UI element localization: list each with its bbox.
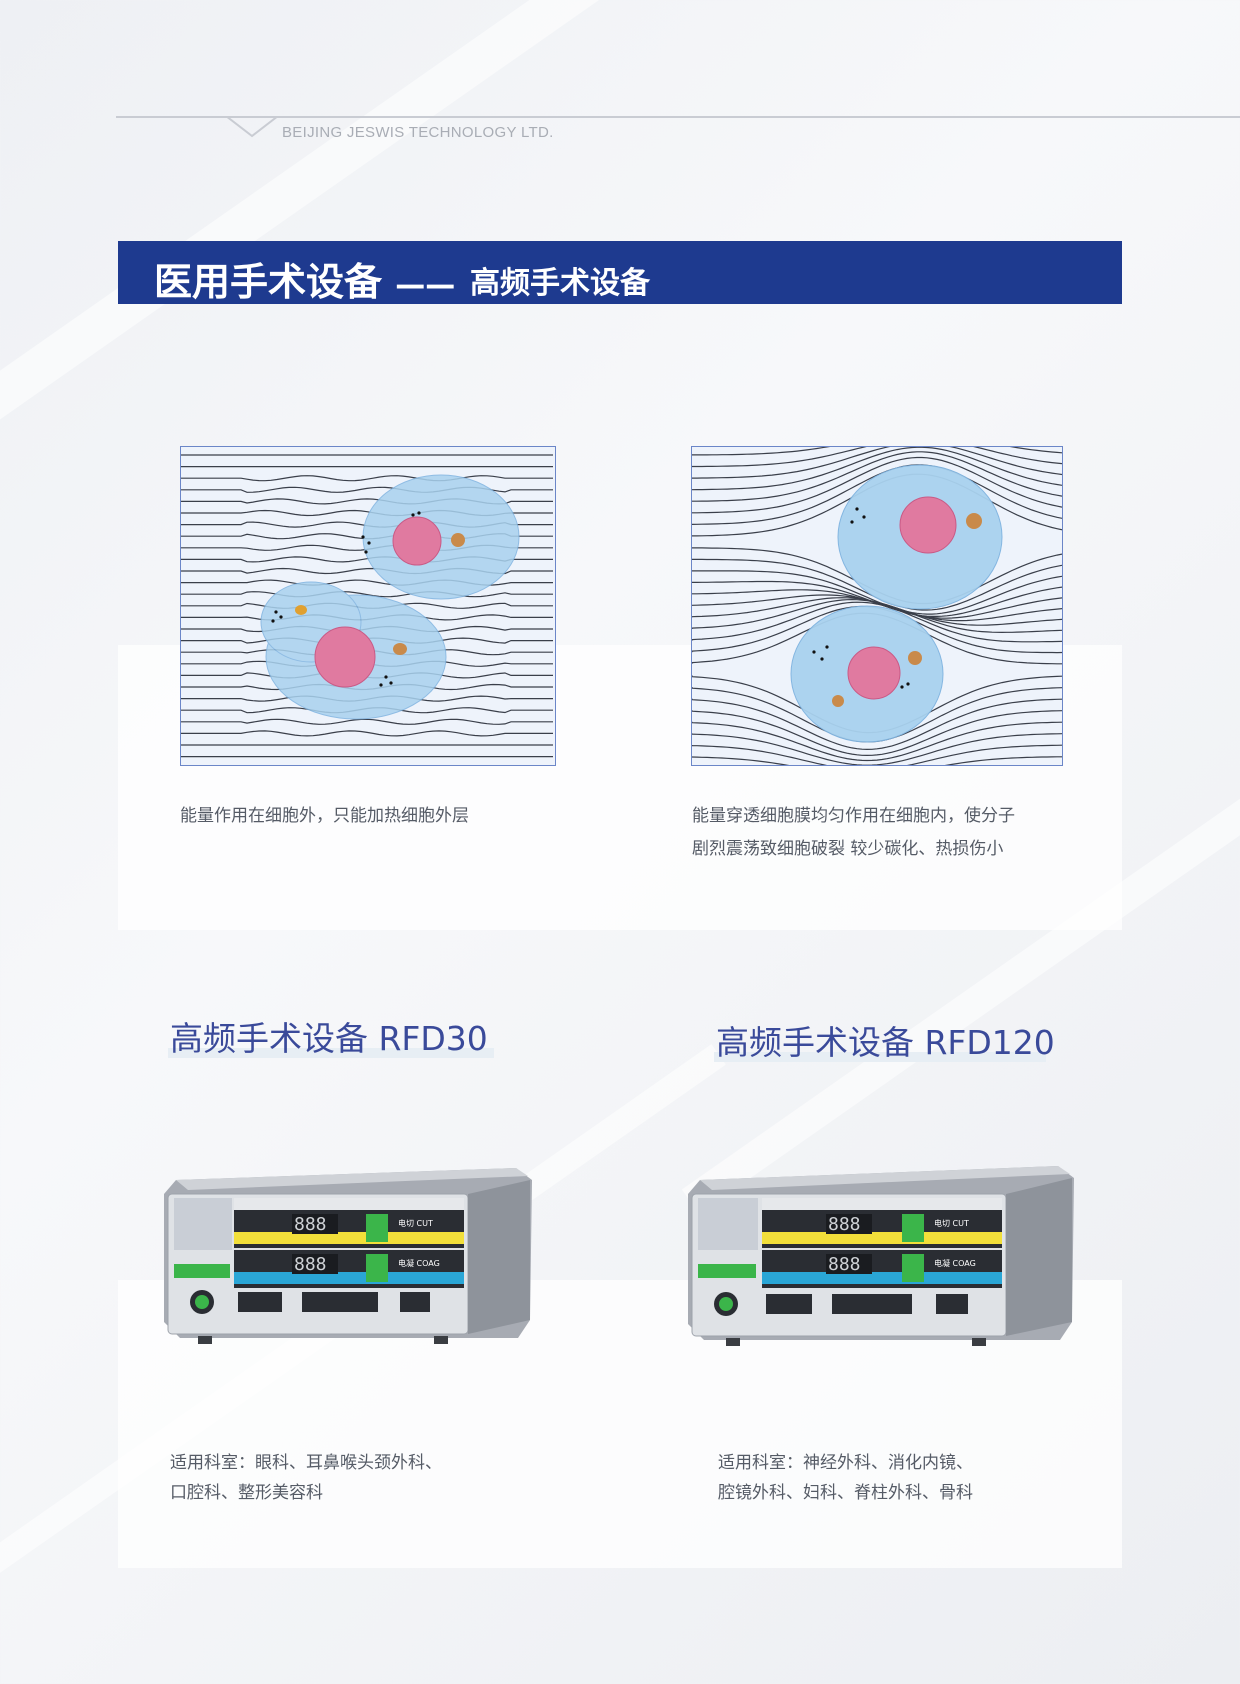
header-rule (116, 116, 1240, 118)
device-rfd120: 888 888 电切 CUT 电凝 COAG (682, 1158, 1082, 1368)
product-title-rfd120: 高频手术设备 RFD120 (716, 1023, 1055, 1062)
cut-label: 电切 CUT (934, 1218, 969, 1228)
product-title-rfd30: 高频手术设备 RFD30 (170, 1019, 488, 1058)
header-notch-icon (226, 116, 278, 138)
extracellular-caption: 能量作用在细胞外，只能加热细胞外层 (180, 806, 469, 826)
page-subtitle: 高频手术设备 (470, 266, 650, 301)
cut-label: 电切 CUT (398, 1218, 433, 1228)
title-bar (118, 241, 1122, 304)
cut-display: 888 (294, 1214, 327, 1235)
intracellular-caption: 能量穿透细胞膜均匀作用在细胞内，使分子 剧烈震荡致细胞破裂 较少碳化、热损伤小 (692, 806, 1015, 859)
intracellular-diagram (691, 446, 1063, 766)
cell-field-illustration (181, 454, 553, 758)
coag-label: 电凝 COAG (934, 1258, 976, 1268)
cell-field-illustration (692, 447, 1062, 765)
cut-display: 888 (828, 1214, 861, 1235)
departments-rfd30: 适用科室：眼科、耳鼻喉头颈外科、 口腔科、整形美容科 (170, 1453, 442, 1503)
page-title: 医用手术设备 —— (154, 260, 456, 304)
extracellular-diagram (180, 446, 556, 766)
company-name: BEIJING JESWIS TECHNOLOGY LTD. (282, 124, 554, 141)
product-title-underline (168, 1048, 494, 1058)
coag-display: 888 (828, 1254, 861, 1275)
coag-label: 电凝 COAG (398, 1258, 440, 1268)
electrosurgical-unit-image: 888 888 电切 CUT 电凝 COAG (164, 1168, 532, 1344)
product-title-underline (714, 1052, 1046, 1062)
departments-rfd120: 适用科室：神经外科、消化内镜、 腔镜外科、妇科、脊柱外科、骨科 (718, 1453, 973, 1503)
electrosurgical-unit-image: 888 888 电切 CUT 电凝 COAG (688, 1166, 1074, 1346)
coag-display: 888 (294, 1254, 327, 1275)
device-rfd30: 888 888 电切 CUT 电凝 COAG (158, 1160, 538, 1364)
